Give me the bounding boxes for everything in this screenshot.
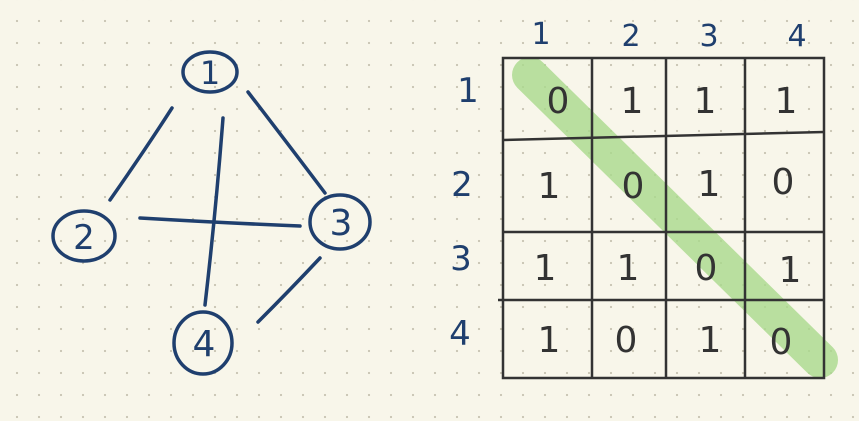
row-header: 4: [449, 314, 471, 354]
matrix-cell: 1: [699, 320, 722, 361]
node-2: 2: [51, 209, 117, 263]
column-header: 1: [531, 17, 550, 52]
row-header: 3: [450, 239, 472, 279]
matrix-cell: 1: [775, 81, 798, 122]
node-3: 3: [308, 193, 372, 251]
matrix-grid: [498, 56, 826, 380]
matrix-cell: 1: [538, 166, 561, 207]
matrix-cell: 0: [622, 166, 645, 207]
matrix-cell: 1: [538, 320, 561, 361]
edge-1-4: [203, 116, 225, 307]
matrix-cell: 1: [698, 164, 721, 205]
node-label: 1: [200, 54, 220, 92]
matrix-cells: 0 1 1 1 1 0 1 0 1 1 0 1 1 0 1 0: [534, 81, 802, 363]
matrix-cell: 0: [547, 81, 570, 122]
matrix-cell: 1: [534, 248, 557, 289]
node-4: 4: [172, 310, 234, 376]
matrix-cell: 0: [695, 248, 718, 289]
graph: 1 2 3 4: [51, 50, 372, 376]
matrix-cell: 1: [694, 81, 717, 122]
matrix-cell: 0: [772, 162, 795, 203]
edge-3-4: [256, 256, 322, 324]
row-headers: 1 2 3 4: [449, 71, 479, 354]
node-circle: [181, 50, 239, 94]
column-headers: 1 2 3 4: [531, 17, 806, 54]
node-label: 3: [330, 203, 353, 244]
node-circle: [172, 310, 234, 376]
matrix-cell: 1: [621, 81, 644, 122]
matrix-cell: 1: [617, 248, 640, 289]
node-1: 1: [181, 50, 239, 94]
column-header: 3: [699, 19, 718, 54]
row-header: 1: [457, 71, 479, 111]
matrix-cell: 1: [779, 250, 802, 291]
row-header: 2: [451, 165, 473, 205]
matrix-cell: 0: [770, 322, 793, 363]
column-header: 2: [621, 19, 640, 54]
column-header: 4: [787, 19, 806, 54]
node-label: 2: [73, 218, 95, 258]
node-circle: [308, 193, 372, 251]
edge-1-2: [108, 106, 174, 202]
edge-1-3: [246, 90, 327, 195]
diagonal-highlight: [512, 57, 838, 378]
edge-2-3: [138, 216, 302, 228]
matrix-cell: 0: [615, 320, 638, 361]
node-circle: [51, 209, 117, 263]
node-label: 4: [193, 324, 216, 365]
